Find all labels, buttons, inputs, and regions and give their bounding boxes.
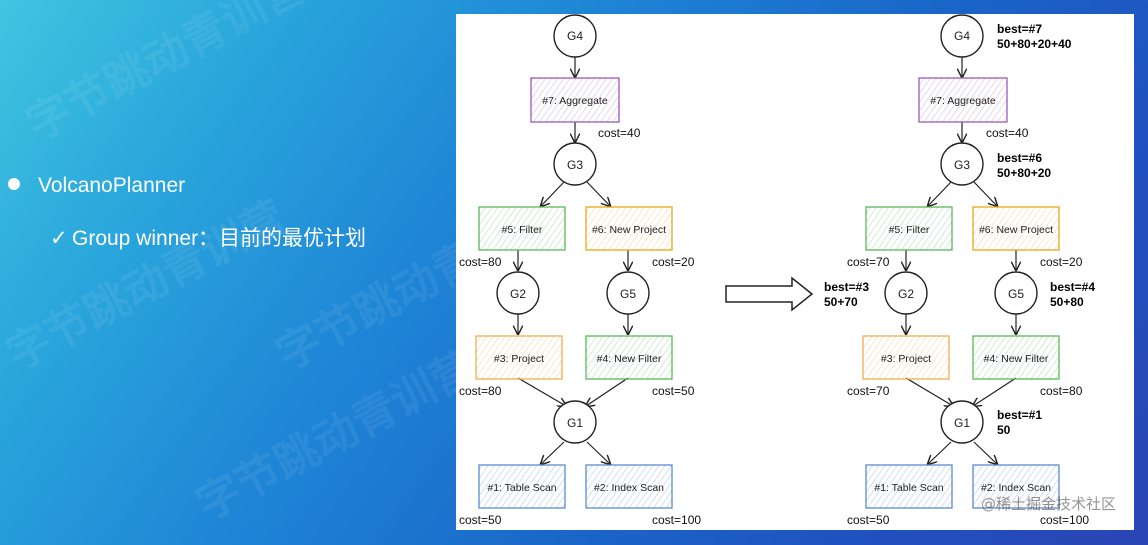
best-cost-g3: 50+80+20: [997, 166, 1051, 180]
operator-label-aggregate: #7: Aggregate: [542, 95, 608, 107]
plan-diagram-svg: G4 #7: Aggregate cost=40 G3 #5: Filter c…: [459, 14, 1095, 527]
bullet-text: VolcanoPlanner: [38, 174, 186, 197]
group-node-g4: G4: [940, 14, 984, 58]
best-cost-g5: 50+80: [1050, 295, 1084, 309]
operator-box-new-filter: #4: New Filter: [972, 335, 1060, 380]
group-node-g1: G1: [553, 400, 597, 444]
group-label-g3: G3: [954, 158, 970, 172]
group-label-g2: G2: [510, 287, 526, 301]
cost-label-table-scan: cost=50: [847, 513, 890, 527]
watermark-text: 字节跳动青训营: [0, 191, 295, 381]
group-label-g5: G5: [620, 287, 636, 301]
operator-box-new-project: #6: New Project: [585, 206, 673, 251]
best-cost-g1: 50: [997, 423, 1011, 437]
group-node-g2: G2: [884, 271, 928, 315]
operator-label-filter: #5: Filter: [889, 224, 930, 236]
sub-bullet-text: Group winner：目前的最优计划: [72, 227, 367, 250]
cost-label-table-scan: cost=50: [459, 513, 502, 527]
operator-label-new-project: #6: New Project: [979, 224, 1053, 236]
operator-box-index-scan: #2: Index Scan: [972, 464, 1060, 509]
best-label-g4: best=#7: [997, 22, 1042, 36]
bullet-volcano-planner: VolcanoPlanner: [6, 174, 185, 197]
operator-box-table-scan: #1: Table Scan: [478, 464, 566, 509]
operator-label-project: #3: Project: [881, 353, 931, 365]
sub-bullet-group-winner: ✓Group winner：目前的最优计划: [50, 222, 366, 252]
group-node-g3: G3: [940, 142, 984, 186]
cost-label-new-filter: cost=80: [1040, 384, 1083, 398]
operator-label-table-scan: #1: Table Scan: [487, 482, 556, 494]
operator-label-new-filter: #4: New Filter: [984, 353, 1049, 365]
operator-label-new-project: #6: New Project: [592, 224, 666, 236]
cost-label-aggregate: cost=40: [598, 126, 641, 140]
watermark-text: 字节跳动青训营: [188, 341, 485, 531]
cost-label-new-filter: cost=50: [652, 384, 695, 398]
cost-label-index-scan: cost=100: [652, 513, 701, 527]
cost-label-new-project: cost=20: [652, 255, 695, 269]
operator-label-aggregate: #7: Aggregate: [930, 95, 996, 107]
operator-label-project: #3: Project: [494, 353, 544, 365]
operator-box-filter: #5: Filter: [478, 206, 566, 251]
cost-label-aggregate: cost=40: [986, 126, 1029, 140]
operator-label-new-filter: #4: New Filter: [597, 353, 662, 365]
operator-label-filter: #5: Filter: [502, 224, 543, 236]
group-label-g2: G2: [898, 287, 914, 301]
cost-label-new-project: cost=20: [1040, 255, 1083, 269]
right-plan: G4 best=#7 50+80+20+40 #7: Aggregate cos…: [824, 14, 1095, 527]
operator-box-new-filter: #4: New Filter: [585, 335, 673, 380]
group-label-g1: G1: [954, 416, 970, 430]
operator-box-aggregate: #7: Aggregate: [530, 77, 620, 123]
operator-label-index-scan: #2: Index Scan: [594, 482, 664, 494]
watermark-text: 字节跳动青训营: [18, 0, 315, 151]
group-node-g5: G5: [606, 271, 650, 315]
group-node-g1: G1: [940, 400, 984, 444]
transition-arrow-icon: [725, 276, 814, 312]
best-cost-g2: 50+70: [824, 295, 858, 309]
operator-box-aggregate: #7: Aggregate: [918, 77, 1008, 123]
cost-label-index-scan: cost=100: [1040, 513, 1089, 527]
group-label-g5: G5: [1008, 287, 1024, 301]
operator-box-index-scan: #2: Index Scan: [585, 464, 673, 509]
best-cost-g4: 50+80+20+40: [997, 37, 1072, 51]
footer-watermark: @稀土掘金技术社区: [980, 495, 1116, 513]
operator-box-new-project: #6: New Project: [972, 206, 1060, 251]
group-node-g3: G3: [553, 142, 597, 186]
bullet-dot-icon: [8, 178, 20, 190]
group-label-g1: G1: [567, 416, 583, 430]
best-label-g2: best=#3: [824, 280, 869, 294]
cost-label-filter: cost=80: [459, 255, 502, 269]
group-label-g4: G4: [954, 29, 970, 43]
group-label-g3: G3: [567, 158, 583, 172]
cost-label-project: cost=80: [459, 384, 502, 398]
operator-label-table-scan: #1: Table Scan: [874, 482, 943, 494]
operator-label-index-scan: #2: Index Scan: [981, 482, 1051, 494]
left-plan: G4 #7: Aggregate cost=40 G3 #5: Filter c…: [459, 14, 701, 527]
checkmark-icon: ✓: [50, 227, 68, 250]
diagram-panel: G4 #7: Aggregate cost=40 G3 #5: Filter c…: [456, 14, 1134, 530]
group-node-g4: G4: [553, 14, 597, 58]
group-label-g4: G4: [567, 29, 583, 43]
operator-box-table-scan: #1: Table Scan: [865, 464, 953, 509]
best-label-g5: best=#4: [1050, 280, 1095, 294]
operator-box-filter: #5: Filter: [865, 206, 953, 251]
operator-box-project: #3: Project: [475, 335, 563, 380]
group-node-g5: G5: [994, 271, 1038, 315]
best-label-g3: best=#6: [997, 151, 1042, 165]
cost-label-filter: cost=70: [847, 255, 890, 269]
operator-box-project: #3: Project: [862, 335, 950, 380]
best-label-g1: best=#1: [997, 408, 1042, 422]
cost-label-project: cost=70: [847, 384, 890, 398]
group-node-g2: G2: [496, 271, 540, 315]
